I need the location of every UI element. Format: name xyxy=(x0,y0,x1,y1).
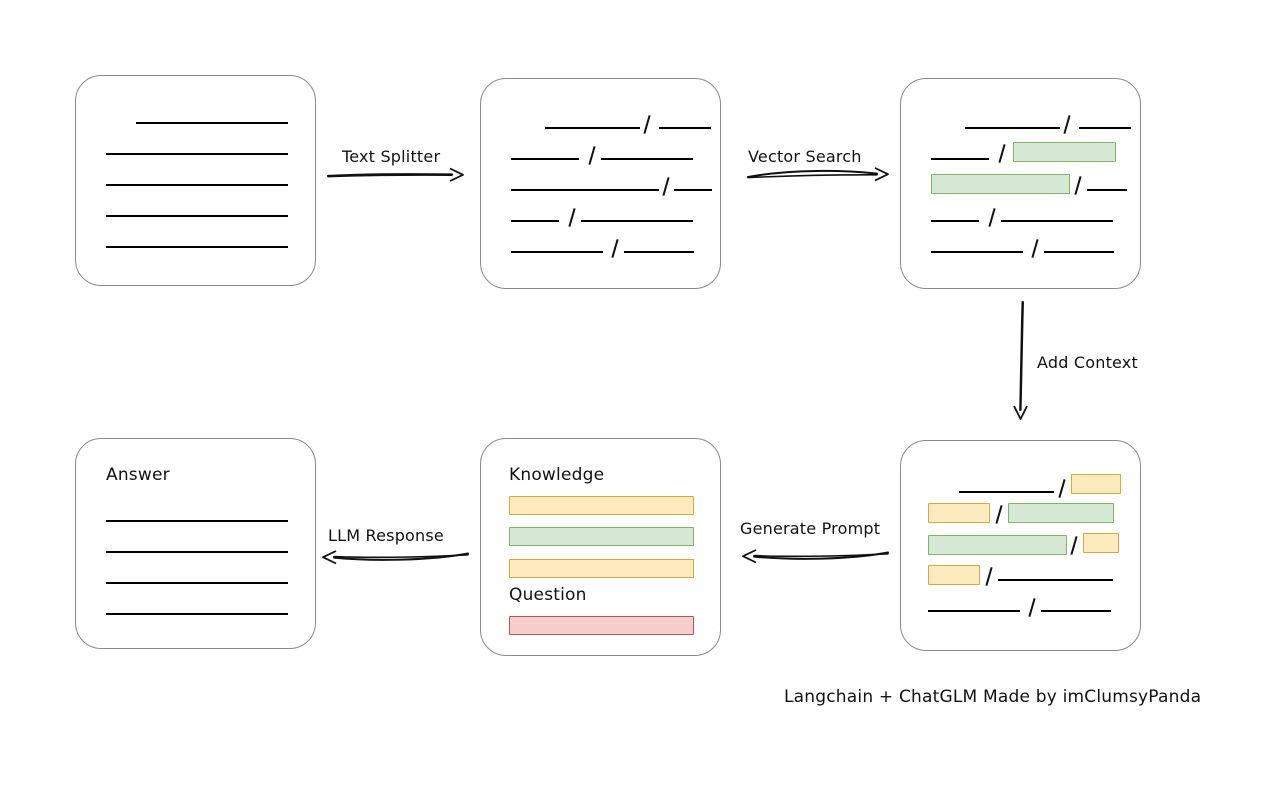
slash-icon xyxy=(588,146,596,165)
edge-label-add-context: Add Context xyxy=(1037,353,1138,372)
slash-icon xyxy=(985,567,993,586)
edge-label-vector-search: Vector Search xyxy=(748,147,862,166)
matched-chunk[interactable] xyxy=(1013,142,1116,162)
slash-icon xyxy=(662,177,670,196)
text-line xyxy=(928,610,1020,612)
text-line xyxy=(601,158,693,160)
edge-label-text-splitter: Text Splitter xyxy=(342,147,441,166)
matched-chunk[interactable] xyxy=(931,174,1070,194)
slash-icon xyxy=(988,208,996,227)
vector-matched-lines xyxy=(901,79,1140,288)
text-line xyxy=(106,520,288,522)
knowledge-label: Knowledge xyxy=(509,465,605,485)
text-line xyxy=(581,220,693,222)
text-line xyxy=(1001,220,1113,222)
node-source-document[interactable] xyxy=(75,75,316,286)
knowledge-chunk[interactable] xyxy=(509,559,694,578)
slash-icon xyxy=(611,239,619,258)
text-line xyxy=(106,582,288,584)
text-line xyxy=(511,158,579,160)
node-context-document[interactable] xyxy=(900,440,1141,651)
text-line xyxy=(106,246,288,248)
question-chunk[interactable] xyxy=(1083,533,1119,553)
source-document-lines xyxy=(76,76,315,285)
text-line xyxy=(998,579,1113,581)
question-label: Question xyxy=(509,585,587,605)
answer-contents: Answer xyxy=(76,439,315,648)
question-chunk[interactable] xyxy=(509,616,694,635)
node-split-document[interactable] xyxy=(480,78,721,289)
knowledge-chunk[interactable] xyxy=(509,527,694,546)
matched-chunk[interactable] xyxy=(1008,503,1114,523)
question-chunk[interactable] xyxy=(928,503,990,523)
slash-icon xyxy=(568,208,576,227)
text-line xyxy=(931,158,989,160)
text-line xyxy=(624,251,694,253)
edge-vector-search xyxy=(746,160,891,186)
text-line xyxy=(511,220,559,222)
edge-llm-response xyxy=(318,543,470,569)
slash-icon xyxy=(995,505,1003,524)
split-document-lines xyxy=(481,79,720,288)
slash-icon xyxy=(1058,479,1066,498)
matched-chunk[interactable] xyxy=(928,535,1067,555)
text-line xyxy=(136,122,288,124)
slash-icon xyxy=(1070,536,1078,555)
question-chunk[interactable] xyxy=(1071,474,1121,494)
knowledge-chunk[interactable] xyxy=(509,496,694,515)
text-line xyxy=(959,491,1054,493)
slash-icon xyxy=(1074,176,1082,195)
text-line xyxy=(106,153,288,155)
text-line xyxy=(1044,251,1114,253)
edge-generate-prompt xyxy=(738,542,890,568)
prompt-contents: Knowledge Question xyxy=(481,439,720,655)
text-line xyxy=(965,127,1060,129)
text-line xyxy=(1041,610,1111,612)
node-vector-matched-document[interactable] xyxy=(900,78,1141,289)
answer-label: Answer xyxy=(106,465,170,485)
text-line xyxy=(1087,189,1127,191)
slash-icon xyxy=(1031,239,1039,258)
text-line xyxy=(674,189,712,191)
text-line xyxy=(931,220,979,222)
question-chunk[interactable] xyxy=(928,565,980,585)
text-line xyxy=(931,251,1023,253)
slash-icon xyxy=(1028,598,1036,617)
text-line xyxy=(511,189,659,191)
node-answer[interactable]: Answer xyxy=(75,438,316,649)
text-line xyxy=(106,613,288,615)
text-line xyxy=(545,127,640,129)
edge-text-splitter xyxy=(326,160,466,186)
edge-add-context xyxy=(1008,300,1038,422)
context-document-lines xyxy=(901,441,1140,650)
text-line xyxy=(106,215,288,217)
text-line xyxy=(659,127,711,129)
text-line xyxy=(511,251,603,253)
slash-icon xyxy=(1063,115,1071,134)
text-line xyxy=(106,551,288,553)
node-prompt[interactable]: Knowledge Question xyxy=(480,438,721,656)
text-line xyxy=(106,184,288,186)
diagram-caption: Langchain + ChatGLM Made by imClumsyPand… xyxy=(784,687,1202,707)
edge-label-generate-prompt: Generate Prompt xyxy=(740,519,881,538)
text-line xyxy=(1079,127,1131,129)
edge-label-llm-response: LLM Response xyxy=(328,526,444,545)
slash-icon xyxy=(998,144,1006,163)
slash-icon xyxy=(643,115,651,134)
